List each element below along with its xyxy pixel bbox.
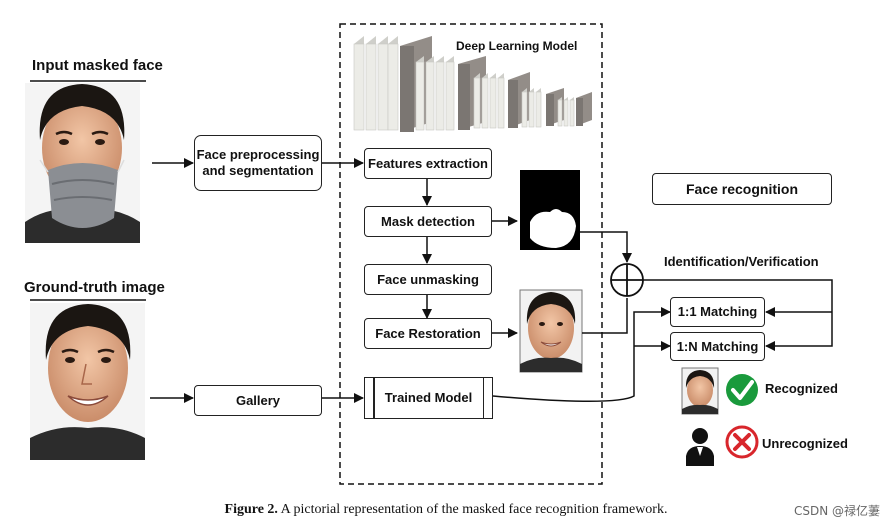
flow-arrows bbox=[150, 158, 833, 403]
cnn-layers-graphic bbox=[353, 36, 592, 132]
mask-segmentation-image bbox=[520, 170, 580, 250]
deep-learning-model-title: Deep Learning Model bbox=[456, 39, 578, 53]
figure-caption-text: A pictorial representation of the masked… bbox=[280, 502, 668, 517]
check-circle-icon bbox=[726, 374, 758, 406]
watermark: CSDN @禄亿萋 bbox=[793, 504, 880, 518]
one-to-one-matching-box: 1:1 Matching bbox=[670, 297, 765, 327]
trained-model-left-bar bbox=[373, 378, 375, 418]
trained-model-box: Trained Model bbox=[364, 377, 493, 419]
face-restoration-box: Face Restoration bbox=[364, 318, 492, 349]
ground-truth-photo bbox=[30, 303, 145, 460]
restored-face-photo bbox=[519, 289, 583, 373]
figure-number: Figure 2. bbox=[224, 502, 278, 517]
preprocessing-line1: Face preprocessing bbox=[196, 147, 320, 162]
figure-caption: Figure 2. A pictorial representation of … bbox=[0, 502, 892, 518]
identification-verification-label: Identification/Verification bbox=[664, 254, 819, 269]
x-circle-icon bbox=[725, 425, 759, 459]
preprocessing-line2: and segmentation bbox=[202, 163, 314, 178]
features-extraction-box: Features extraction bbox=[364, 148, 492, 179]
one-to-n-matching-box: 1:N Matching bbox=[670, 332, 765, 361]
input-masked-face-title: Input masked face bbox=[32, 57, 163, 74]
trained-model-right-bar bbox=[482, 378, 484, 418]
face-unmasking-box: Face unmasking bbox=[364, 264, 492, 295]
gallery-box: Gallery bbox=[194, 385, 322, 416]
unrecognized-label: Unrecognized bbox=[762, 436, 848, 451]
circle-plus-icon bbox=[610, 263, 644, 297]
preprocessing-box: Face preprocessing and segmentation bbox=[194, 135, 322, 191]
trained-model-label: Trained Model bbox=[384, 390, 473, 405]
masked-face-photo bbox=[25, 83, 140, 243]
face-recognition-box: Face recognition bbox=[652, 173, 832, 205]
recognized-face-thumbnail bbox=[681, 367, 719, 415]
person-silhouette-icon bbox=[686, 428, 714, 466]
ground-truth-image-title: Ground-truth image bbox=[24, 279, 165, 296]
recognized-label: Recognized bbox=[765, 381, 838, 396]
mask-detection-box: Mask detection bbox=[364, 206, 492, 237]
